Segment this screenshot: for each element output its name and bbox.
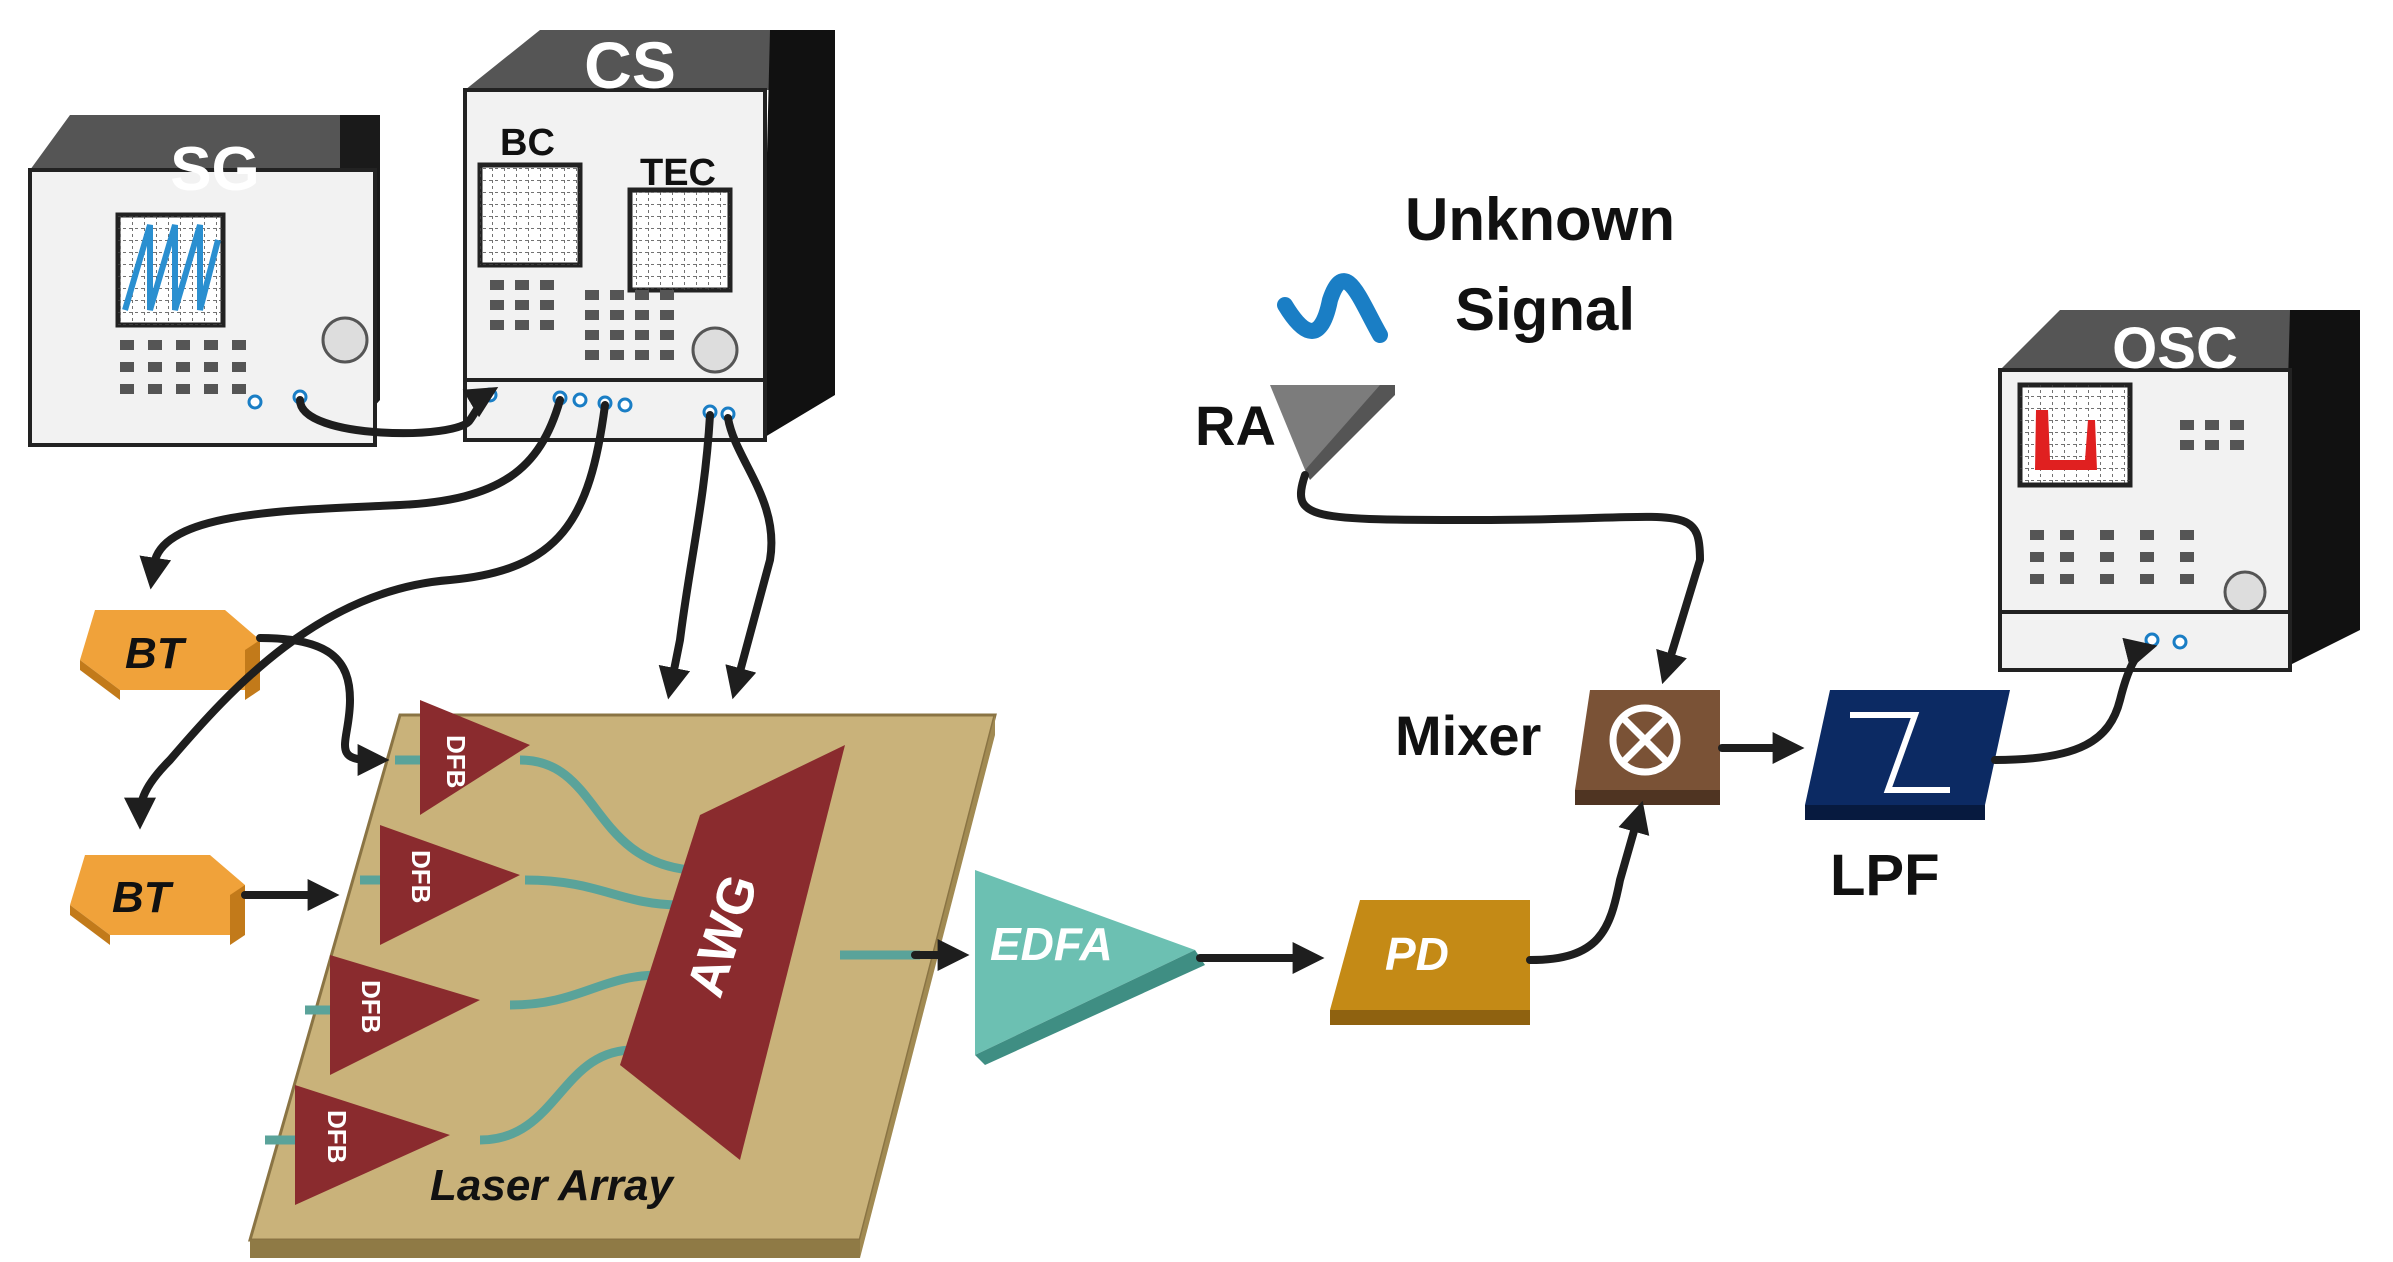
- osc-knob: [2223, 570, 2267, 614]
- bt-driver-top: BT: [80, 610, 260, 700]
- mixer-symbol-icon: [1609, 704, 1681, 776]
- pd-label: PD: [1385, 928, 1449, 980]
- osc-label: OSC: [2112, 316, 2238, 381]
- awg: AWG: [620, 745, 845, 1160]
- ra-label: RA: [1195, 394, 1276, 457]
- cs-to-laser-array-wire-2: [724, 414, 776, 700]
- cs-label: CS: [584, 28, 676, 102]
- lpf-response-icon: [1850, 712, 1950, 793]
- edfa-label: EDFA: [990, 918, 1113, 970]
- connections: [124, 387, 2158, 974]
- pd: PD: [1330, 900, 1530, 1025]
- osc-keypad: [2030, 420, 2244, 584]
- cs-to-bt-top-wire: [139, 396, 564, 590]
- sg-knob: [321, 316, 369, 364]
- unknown-signal-line1: Unknown: [1405, 186, 1675, 253]
- lpf: LPF: [1805, 690, 2010, 908]
- fibers: [265, 755, 920, 1145]
- dfb-label-1: DFB: [441, 735, 471, 788]
- bt-driver-bottom: BT: [70, 855, 245, 945]
- sg-sawtooth-wave: [122, 224, 221, 311]
- edfa: EDFA: [975, 870, 1205, 1065]
- unknown-signal-line2: Signal: [1455, 276, 1635, 343]
- sg-output-port: [247, 394, 263, 410]
- bt-label-bottom: BT: [112, 873, 174, 922]
- sg-label: SG: [170, 135, 260, 204]
- dfb-label-3: DFB: [356, 980, 386, 1033]
- signal-wave-icon: [1277, 273, 1388, 343]
- ra-to-mixer-wire: [1297, 471, 1704, 685]
- dfb-laser-4: DFB: [295, 1085, 450, 1205]
- mixer-label: Mixer: [1395, 704, 1541, 767]
- dfb-label-2: DFB: [406, 850, 436, 903]
- dfb-laser-2: DFB: [380, 825, 520, 945]
- sg-keypad: [120, 340, 246, 394]
- bc-label: BC: [500, 122, 555, 164]
- cs-knob: [691, 326, 739, 374]
- sg-to-cs-wire: [296, 387, 499, 438]
- laser-array-label: Laser Array: [430, 1161, 675, 1210]
- sg-instrument: SG: [28, 115, 380, 447]
- osc-trace: [2030, 410, 2120, 470]
- bt-label-top: BT: [125, 629, 187, 678]
- dfb-laser-1: DFB: [420, 700, 530, 815]
- mixer: Mixer: [1395, 690, 1720, 805]
- dfb-label-4: DFB: [322, 1110, 352, 1163]
- cs-to-laser-array-wire-1: [658, 411, 714, 700]
- bt-top-to-dfb1-wire: [256, 634, 390, 776]
- dfb-laser-3: DFB: [330, 955, 480, 1075]
- pd-to-mixer-wire: [1526, 800, 1650, 964]
- tec-label: TEC: [640, 152, 716, 194]
- cs-instrument: CS BC TEC: [463, 28, 835, 442]
- cs-keypad: [490, 280, 674, 360]
- ra-antenna: RA: [1195, 385, 1395, 480]
- unknown-signal: Unknown Signal: [1277, 186, 1675, 343]
- osc-instrument: OSC: [1998, 310, 2360, 672]
- lpf-label: LPF: [1830, 843, 1940, 908]
- lpf-to-osc-wire: [1991, 637, 2158, 764]
- cs-to-bt-bottom-wire: [124, 401, 609, 830]
